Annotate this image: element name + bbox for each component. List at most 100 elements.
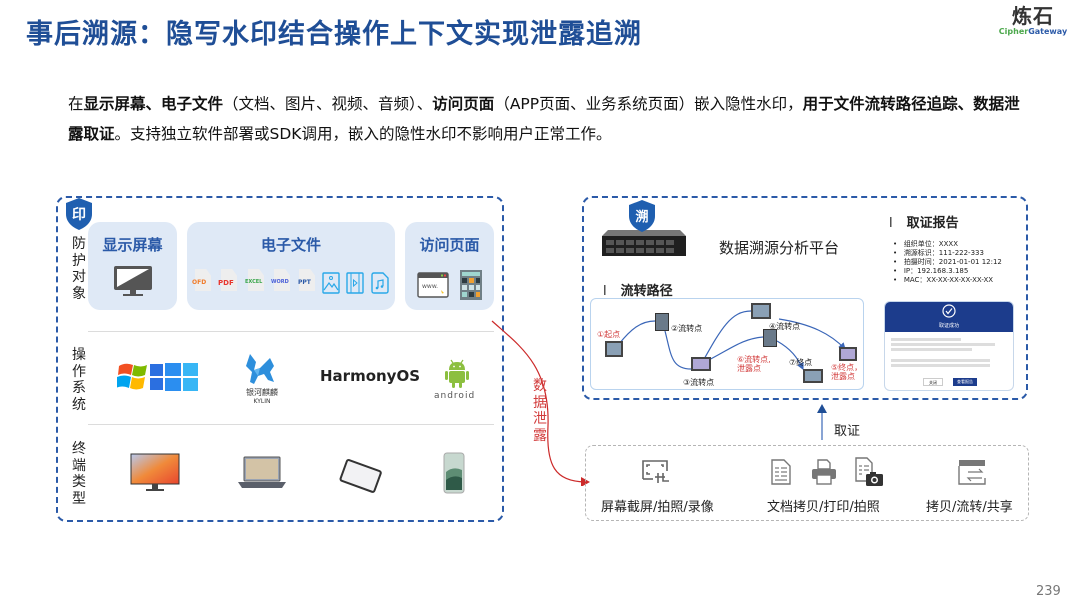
- report-item: • 组织单位：XXXX: [893, 240, 958, 248]
- card-title: 显示屏幕: [102, 236, 163, 254]
- report-item: • IP：192.168.3.185: [893, 267, 969, 275]
- intro-text: 。支持独立软件部署或SDK调用，嵌入的隐性水印不影响用户正常工作。: [114, 125, 612, 143]
- node-label: ⑤终点，泄露点: [831, 363, 863, 381]
- screenshot-icon: [642, 460, 669, 483]
- check-circle-icon: [942, 304, 956, 318]
- page-title: 事后溯源：隐写水印结合操作上下文实现泄露追溯: [26, 19, 642, 50]
- terminal-monitor-icon: [130, 453, 180, 491]
- card-electronic-files: 电子文件 OFD PDF EXCEL WORD PPT: [187, 222, 395, 310]
- terminal-phone-icon: [443, 452, 465, 494]
- protection-panel: [56, 196, 504, 522]
- intro-text: 在: [68, 95, 84, 113]
- flow-edge: [618, 320, 656, 345]
- dialog-close-button[interactable]: 关闭: [923, 378, 943, 386]
- report-item-text: IP：192.168.3.185: [903, 267, 969, 275]
- dialog-body: [885, 332, 1013, 367]
- terminal-laptop-icon: [238, 456, 286, 488]
- windows-logo-icon: [117, 363, 198, 391]
- node-label: ②流转点: [671, 324, 703, 333]
- document-icon: [771, 459, 791, 485]
- node-label: ④流转点: [769, 322, 801, 331]
- leak-char: 露: [533, 427, 547, 444]
- shield-yin-label: 印: [72, 207, 86, 223]
- video-icon: [346, 272, 364, 294]
- leak-char: 据: [533, 394, 547, 411]
- harmonyos-logo: HarmonyOS: [320, 367, 421, 385]
- intro-paragraph: 在显示屏幕、电子文件（文档、图片、视频、音频）、访问页面（APP页面、业务系统页…: [68, 89, 1028, 149]
- node-label: ⑥流转点,泄露点: [737, 355, 771, 373]
- page-number: 239: [1036, 584, 1061, 599]
- report-item-text: 拍摄时间：2021-01-01 12:12: [903, 258, 1002, 266]
- evidence-label: 取证: [834, 424, 861, 439]
- bullet-bar: l: [603, 284, 607, 299]
- flow-path-heading: l 流转路径: [603, 280, 673, 299]
- logo-en: CipherGateway: [998, 27, 1068, 36]
- row-label-protect: 防护对象: [72, 236, 86, 302]
- app-page-icon: [460, 270, 482, 300]
- tracing-panel: [582, 196, 1028, 400]
- kylin-en: KYLIN: [253, 398, 271, 405]
- report-item: • 拍摄时间：2021-01-01 12:12: [893, 258, 1002, 266]
- shield-yin-icon: [66, 198, 92, 230]
- ofd-file-icon: OFD: [192, 269, 213, 295]
- evidence-arrow-up: [817, 404, 827, 440]
- card-title: 电子文件: [260, 236, 321, 254]
- card-access-pages: 访问页面 www.: [405, 222, 494, 310]
- dialog-header: 取证成功: [885, 302, 1013, 332]
- android-label: android: [434, 391, 476, 401]
- flow-edge: [702, 310, 752, 362]
- node-label: ⑦终点: [789, 358, 813, 367]
- doc-camera-icon: [855, 457, 883, 486]
- flow-diagram: ①起点 ②流转点 ③流转点 ④流转点 ⑤终点，泄露点 ⑥流转点,泄露点 ⑦终点: [590, 298, 864, 390]
- logo-cn: 炼石: [1012, 4, 1054, 28]
- file-tag: OFD: [192, 279, 207, 286]
- logo: 炼石 CipherGateway: [998, 5, 1068, 36]
- intro-bold: 显示屏幕、电子文件: [83, 95, 224, 113]
- monitor-icon: [113, 266, 152, 296]
- server-icon: [602, 230, 686, 256]
- node-phone-icon: [763, 329, 777, 347]
- audio-icon: [371, 272, 389, 294]
- pdf-file-icon: PDF: [218, 269, 239, 295]
- intro-bold: 用于文件流转路径追踪、数据泄露取证: [68, 95, 1020, 143]
- excel-file-icon: EXCEL: [245, 269, 266, 295]
- flow-edge: [778, 318, 846, 350]
- flow-edge: [664, 330, 692, 370]
- ppt-file-icon: PPT: [297, 269, 317, 295]
- file-tag: PDF: [218, 279, 234, 287]
- report-item: • 溯源标识：111-222-333: [893, 249, 984, 257]
- node-laptop-icon: [691, 357, 711, 371]
- node-laptop-icon: [839, 347, 857, 361]
- flow-edge: [776, 340, 804, 371]
- node-computer-icon: [751, 303, 771, 319]
- android-logo-icon: [445, 359, 469, 388]
- evidence-dialog: 取证成功 关闭 查看报告: [884, 301, 1014, 391]
- flow-path-title: 流转路径: [620, 284, 673, 299]
- intro-bold: 访问页面: [432, 95, 495, 113]
- report-item-text: 溯源标识：111-222-333: [903, 249, 984, 257]
- transfer-icon: [958, 460, 986, 485]
- row-label-os: 操作系统: [72, 347, 86, 413]
- svg-text:www.: www.: [422, 283, 438, 290]
- dialog-report-button[interactable]: 查看报告: [953, 378, 977, 386]
- intro-text: （文档、图片、视频、音频）、: [223, 95, 433, 113]
- printer-icon: [812, 459, 836, 485]
- node-label: ①起点: [597, 330, 621, 339]
- node-label: ③流转点: [683, 378, 715, 387]
- terminal-tablet-icon: [339, 459, 382, 493]
- flow-arrows: [618, 310, 846, 371]
- report-list: • 组织单位：XXXX • 溯源标识：111-222-333 • 拍摄时间：20…: [893, 240, 1002, 285]
- kylin-label: 银河麒麟 KYLIN: [240, 388, 284, 406]
- file-tag: PPT: [298, 279, 311, 286]
- leak-char: 泄: [533, 411, 547, 427]
- report-item: • MAC：XX-XX-XX-XX-XX-XX: [893, 276, 994, 284]
- word-file-icon: WORD: [271, 269, 292, 295]
- row-divider: [88, 331, 494, 332]
- dialog-title: 取证成功: [938, 323, 959, 329]
- shield-su-label: 溯: [635, 210, 649, 225]
- report-item-text: MAC：XX-XX-XX-XX-XX-XX: [903, 276, 994, 284]
- shield-su-icon: [629, 200, 655, 232]
- logo-en-1: Cipher: [998, 27, 1029, 36]
- action-label-document: 文档拷贝/打印/拍照: [767, 500, 880, 515]
